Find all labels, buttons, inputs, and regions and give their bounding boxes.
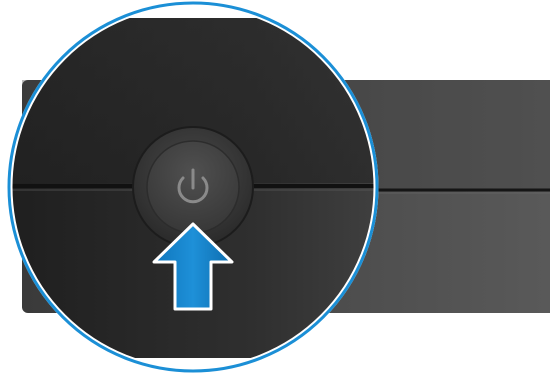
control-panel-illustration (0, 0, 550, 374)
illustration-stage (0, 0, 550, 374)
